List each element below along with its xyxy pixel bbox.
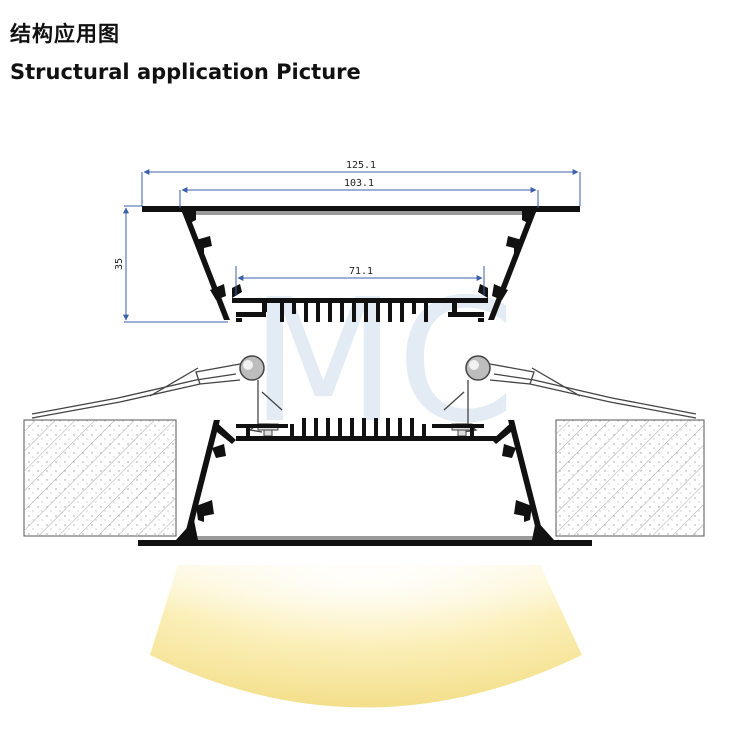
top-profile-section xyxy=(142,206,580,322)
ceiling-right xyxy=(555,419,705,537)
dimension-heatsink-width: 71.1 xyxy=(349,266,373,277)
top-heatsink-base xyxy=(232,298,488,303)
light-beam xyxy=(150,565,582,708)
bottom-flange xyxy=(138,540,592,546)
ceiling-left xyxy=(23,419,177,537)
top-heatsink-fins xyxy=(236,300,484,322)
bottom-diffuser xyxy=(190,536,540,540)
top-left-wall xyxy=(182,212,230,320)
title-chinese: 结构应用图 xyxy=(10,22,120,46)
top-diffuser xyxy=(192,211,526,215)
top-flange xyxy=(142,206,580,212)
dimension-overall-width: 125.1 xyxy=(346,160,376,171)
spring-pivot-right xyxy=(465,355,491,381)
bottom-profile-section xyxy=(138,418,592,546)
dimension-lines xyxy=(123,169,581,323)
dimension-inner-width: 103.1 xyxy=(344,178,374,189)
dimension-height: 35 xyxy=(114,258,125,270)
title-english: Structural application Picture xyxy=(10,60,361,84)
spring-pivot-left xyxy=(239,355,265,381)
